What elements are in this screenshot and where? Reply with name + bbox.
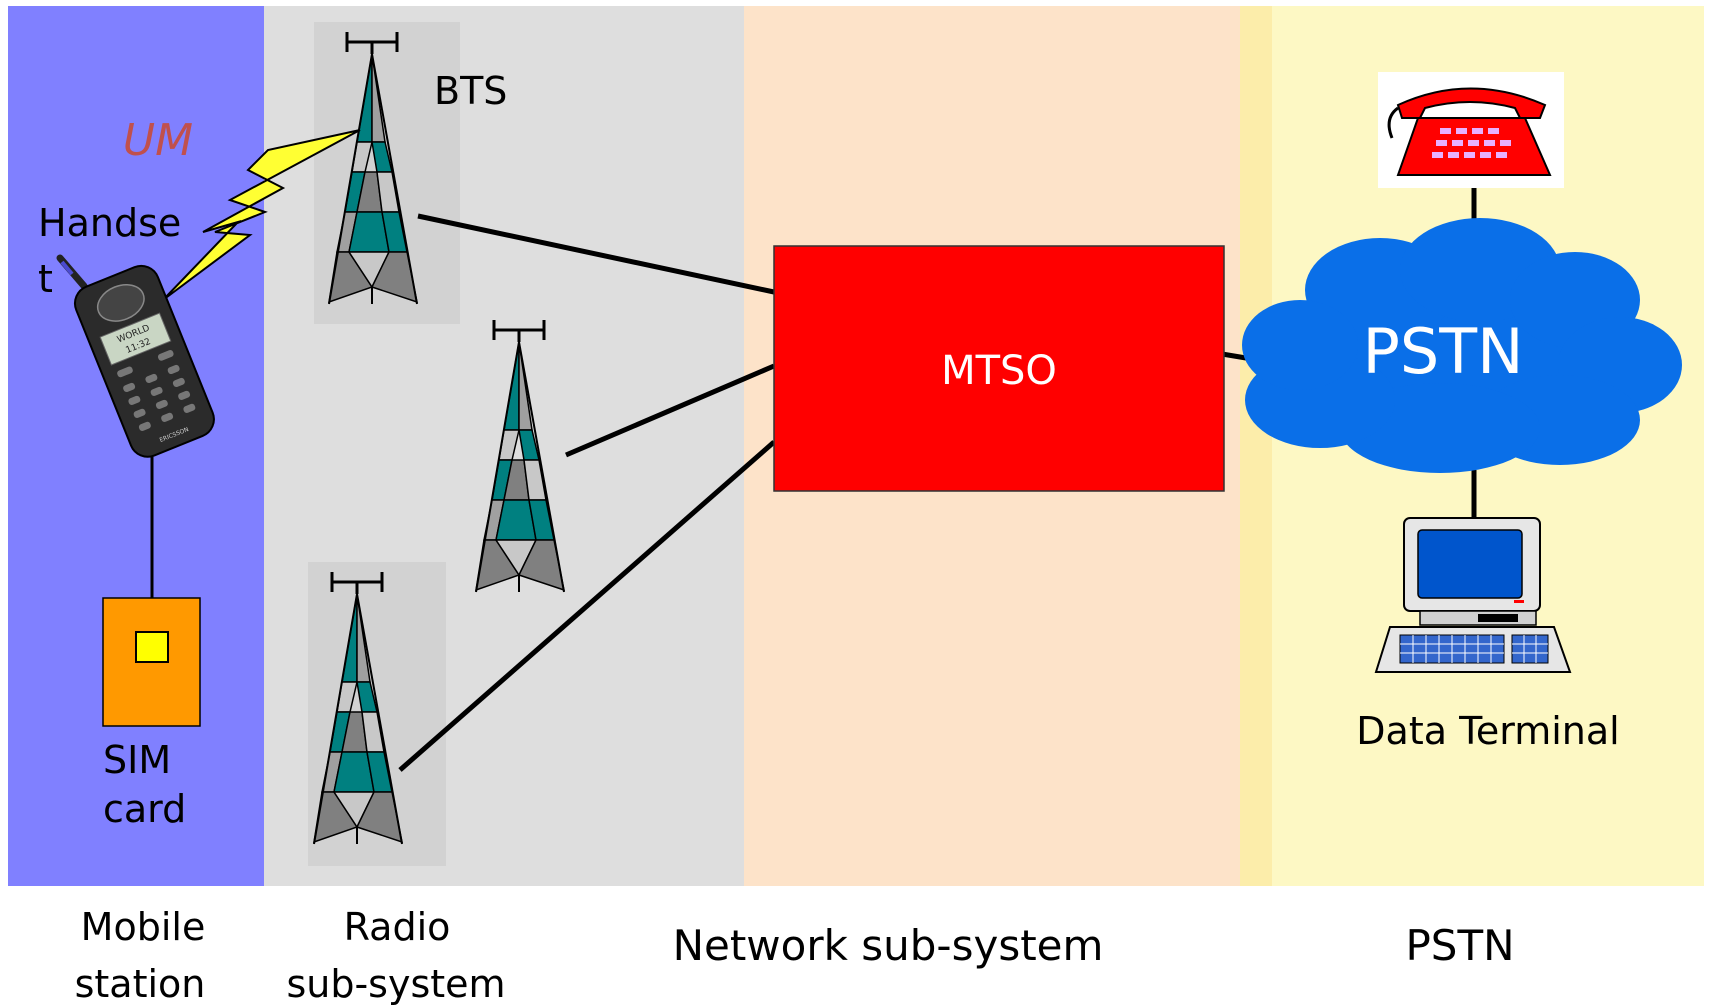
data-terminal-computer-icon <box>1374 517 1572 673</box>
mtso-label: MTSO <box>941 348 1057 394</box>
section-pstn: PSTN <box>1405 921 1514 970</box>
link-bts3-mtso <box>398 440 776 772</box>
telephone-icon <box>1378 72 1564 188</box>
sim-label-line1: SIM <box>103 738 171 782</box>
link-bts2-mtso <box>565 363 775 458</box>
section-radio-subsystem-line1: Radio <box>344 905 451 949</box>
pstn-divider-strip <box>1240 6 1272 886</box>
pstn-cloud-icon <box>1242 218 1682 473</box>
section-radio-subsystem-line2: sub-system <box>286 962 505 1006</box>
bts-label: BTS <box>434 69 507 113</box>
pstn-cloud-label: PSTN <box>1363 315 1524 388</box>
radio-link-lightning-icon <box>162 129 361 301</box>
section-mobile-station-line1: Mobile <box>81 905 206 949</box>
handset-label-line1: Handse <box>38 201 181 245</box>
sim-chip-icon <box>135 631 169 663</box>
section-network-subsystem: Network sub-system <box>673 921 1104 970</box>
handset-label-line2: t <box>38 257 53 301</box>
data-terminal-label: Data Terminal <box>1356 709 1619 753</box>
um-label: UM <box>123 115 193 166</box>
link-bts1-mtso <box>417 213 775 295</box>
section-mobile-station-line2: station <box>75 962 206 1006</box>
sim-label-line2: card <box>103 787 186 831</box>
mobile-handset-icon: WORLD 11:32 ERICSSON <box>56 254 215 458</box>
mtso-box <box>773 245 1225 492</box>
